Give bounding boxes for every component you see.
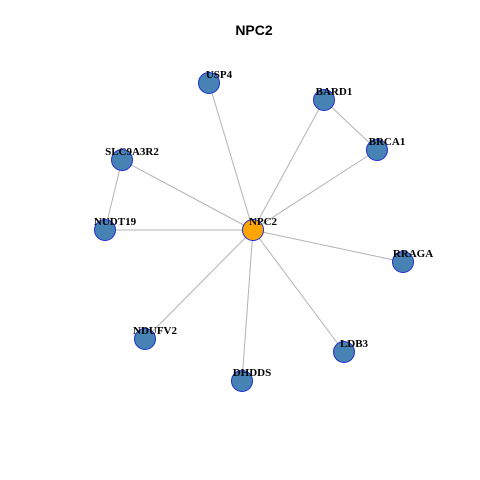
node-label: BRCA1 — [369, 136, 406, 148]
node-brca1: BRCA1 — [366, 136, 406, 161]
node-circle — [333, 341, 355, 363]
edge-npc2-dhdds — [241, 229, 254, 382]
edge-npc2-usp4 — [208, 82, 254, 231]
node-label: BARD1 — [316, 86, 353, 98]
node-rraga: RRAGA — [392, 248, 433, 273]
edge-slc9a3r2-nudt19 — [104, 159, 123, 231]
node-dhdds: DHDDS — [231, 367, 272, 392]
edge-npc2-ldb3 — [252, 229, 345, 353]
edge-layer — [104, 82, 404, 382]
diagram-title: NPC2 — [235, 22, 273, 38]
node-label: DHDDS — [233, 367, 272, 379]
edge-npc2-bard1 — [252, 99, 325, 231]
edge-npc2-rraga — [252, 229, 404, 263]
edge-npc2-slc9a3r2 — [121, 159, 254, 231]
node-ldb3: LDB3 — [333, 338, 369, 363]
node-label: RRAGA — [393, 248, 433, 260]
node-circle — [313, 89, 335, 111]
node-circle — [134, 328, 156, 350]
node-label: NDUFV2 — [133, 325, 177, 337]
node-bard1: BARD1 — [313, 86, 353, 111]
node-slc9a3r2: SLC9A3R2 — [105, 146, 159, 171]
node-label: NPC2 — [249, 216, 278, 228]
edge-npc2-ndufv2 — [144, 229, 254, 340]
node-label: LDB3 — [340, 338, 369, 350]
node-circle — [94, 219, 116, 241]
node-label: USP4 — [206, 69, 233, 81]
node-circle — [242, 219, 264, 241]
node-circle — [366, 139, 388, 161]
node-nudt19: NUDT19 — [94, 216, 137, 241]
node-circle — [231, 370, 253, 392]
node-label: SLC9A3R2 — [105, 146, 159, 158]
node-circle — [392, 251, 414, 273]
edge-npc2-brca1 — [252, 149, 378, 231]
node-usp4: USP4 — [198, 69, 233, 94]
node-npc2: NPC2 — [242, 216, 278, 241]
node-circle — [198, 72, 220, 94]
edge-bard1-brca1 — [323, 99, 378, 151]
node-ndufv2: NDUFV2 — [133, 325, 177, 350]
node-label: NUDT19 — [94, 216, 137, 228]
node-circle — [111, 149, 133, 171]
